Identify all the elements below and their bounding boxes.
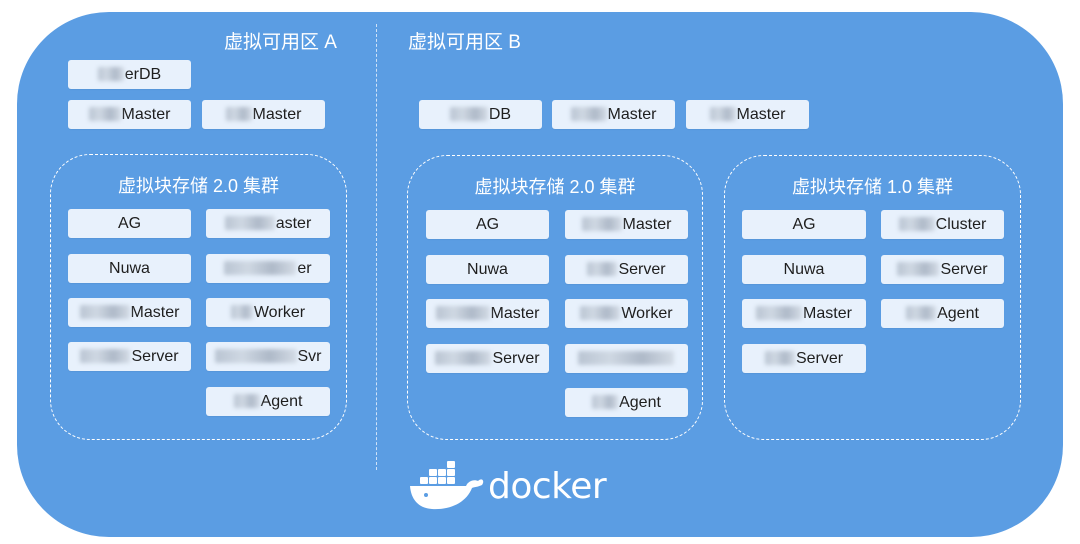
zone-a-agent-box: Agent <box>206 387 330 416</box>
zone-a-ag-box: AG <box>68 209 191 238</box>
zone-b-db-box: DB <box>419 100 542 129</box>
zone-b1-server-box-right: Server <box>881 255 1004 284</box>
zone-b-agent-box: Agent <box>565 388 688 417</box>
zone-b-master-box-2: Master <box>686 100 809 129</box>
zone-b1-cluster-box: Cluster <box>881 210 1004 239</box>
zone-b-blockmaster-box: Master <box>565 210 688 239</box>
zone-a-master-box: Master <box>68 298 191 327</box>
cluster-title: 虚拟块存储 1.0 集群 <box>791 177 954 197</box>
zone-b-ag-box: AG <box>426 210 549 239</box>
zone-a-server-box: Server <box>68 342 191 371</box>
zone-a-master-box-2: Master <box>202 100 325 129</box>
docker-whale-icon <box>410 461 484 510</box>
zone-b1-ag-box: AG <box>742 210 866 239</box>
zone-b-storage-2-cluster: 虚拟块存储 2.0 集群 <box>407 155 703 440</box>
docker-logo: docker <box>408 457 628 517</box>
zone-a-master-box-1: Master <box>68 100 191 129</box>
zone-divider <box>376 24 377 470</box>
zone-b-master-box: Master <box>426 299 549 328</box>
zone-b-title: 虚拟可用区 B <box>408 32 521 53</box>
cluster-title: 虚拟块存储 2.0 集群 <box>117 176 280 196</box>
zone-a-blockmaster-box: aster <box>206 209 330 238</box>
zone-b-storage-1-cluster: 虚拟块存储 1.0 集群 <box>724 155 1021 440</box>
docker-wordmark: docker <box>488 466 607 507</box>
zone-b1-agent-box: Agent <box>881 299 1004 328</box>
zone-b1-master-box: Master <box>742 299 866 328</box>
zone-a-snapshot-svr-box: Svr <box>206 342 330 371</box>
cluster-title: 虚拟块存储 2.0 集群 <box>474 177 636 197</box>
zone-a-nuwa-box: Nuwa <box>68 254 191 283</box>
zone-a-blockserver-box: er <box>206 254 330 283</box>
zone-a-worker-box: Worker <box>206 298 330 327</box>
zone-b-worker-box: Worker <box>565 299 688 328</box>
zone-b-snapshot-box <box>565 344 688 373</box>
zone-a-db-box: erDB <box>68 60 191 89</box>
zone-b1-nuwa-box: Nuwa <box>742 255 866 284</box>
zone-b-nuwa-box: Nuwa <box>426 255 549 284</box>
zone-a-title: 虚拟可用区 A <box>224 32 337 53</box>
zone-b-server-box: Server <box>426 344 549 373</box>
zone-b-master-box-1: Master <box>552 100 675 129</box>
zone-b1-server-box: Server <box>742 344 866 373</box>
zone-a-storage-2-cluster: 虚拟块存储 2.0 集群 <box>50 154 347 440</box>
zone-b-blockserver-box: Server <box>565 255 688 284</box>
